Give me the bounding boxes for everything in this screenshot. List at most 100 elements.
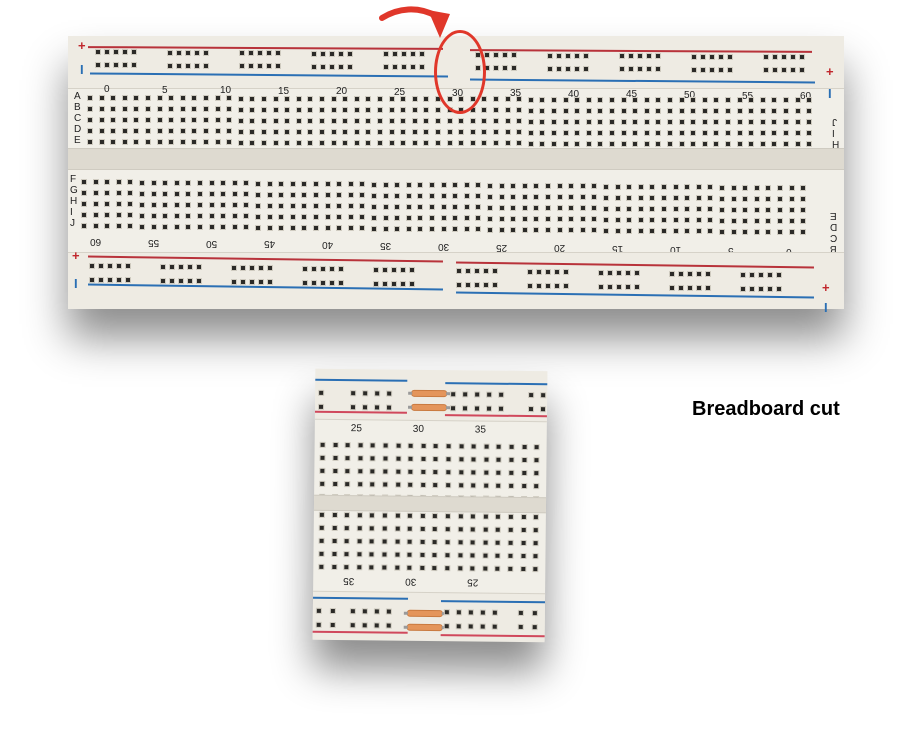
breadboard-hole [116,191,121,196]
breadboard-hole [488,227,492,232]
breadboard-hole [258,64,262,69]
breadboard-hole [99,129,104,134]
breadboard-hole [656,97,661,102]
breadboard-hole [383,456,388,461]
breadboard-hole [285,118,290,123]
breadboard-hole [517,97,522,102]
breadboard-hole [332,551,337,557]
breadboard-hole [629,54,633,59]
breadboard-hole [408,482,413,487]
breadboard-hole [314,226,318,230]
breadboard-hole [754,196,759,201]
breadboard-hole [517,130,522,135]
breadboard-hole [232,225,237,230]
breadboard-hole [468,610,473,615]
breadboard-hole [378,119,382,123]
breadboard-hole [741,273,745,277]
breadboard-hole [691,98,696,103]
breadboard-hole [575,108,580,113]
breadboard-hole [424,130,429,135]
breadboard-hole [170,265,174,269]
breadboard-hole [273,96,278,101]
breadboard-hole [638,67,642,72]
breadboard-hole [337,215,342,220]
grid-label: 15 [278,85,290,97]
breadboard-hole [488,194,492,199]
breadboard-hole [188,279,192,283]
breadboard-hole [99,140,104,145]
breadboard-hole [608,285,612,289]
breadboard-hole [777,287,781,291]
breadboard-hole [726,120,730,125]
center-channel [313,494,547,514]
breadboard-hole [522,457,527,463]
breadboard-hole [314,193,318,197]
breadboard-hole [441,205,446,210]
breadboard-hole [708,185,713,190]
breadboard-hole [453,216,458,221]
breadboard-hole [433,483,438,488]
breadboard-hole [345,443,350,448]
breadboard-hole [444,624,449,629]
breadboard-hole [784,109,788,114]
breadboard-hole [575,97,580,102]
breadboard-hole [332,468,337,474]
breadboard-hole [470,141,475,146]
grid-label: 40 [568,88,580,100]
breadboard-hole [412,130,417,135]
breadboard-hole [276,64,280,69]
breadboard-hole [209,203,214,208]
breadboard-hole [750,273,754,277]
breadboard-hole [635,271,639,275]
breadboard-hole [638,184,643,189]
breadboard-hole [701,54,705,59]
breadboard-hole [204,96,208,101]
breadboard-hole [471,470,476,475]
breadboard-hole [749,142,754,147]
breadboard-hole [627,228,632,233]
breadboard-hole [134,129,139,134]
breadboard-hole [174,180,179,185]
breadboard-hole [180,129,185,134]
breadboard-hole [430,183,434,187]
breadboard-hole [406,226,411,231]
breadboard-hole [679,98,684,103]
breadboard-hole [496,514,501,519]
breadboard-hole [592,195,597,200]
breadboard-hole [198,181,202,185]
breadboard-hole [436,141,440,146]
breadboard-hole [436,130,440,135]
breadboard-hole [436,119,440,124]
breadboard-hole [638,195,643,200]
breadboard-hole [685,196,690,201]
breadboard-hole [407,552,412,557]
breadboard-hole [743,196,748,201]
breadboard-hole [132,50,136,54]
breadboard-hole [360,215,365,220]
breadboard-hole [374,623,379,628]
breadboard-hole [331,564,336,570]
breadboard-hole [382,539,387,544]
breadboard-hole [521,527,526,532]
breadboard-hole [114,63,118,67]
breadboard-hole [262,129,266,134]
breadboard-hole [476,227,481,232]
breadboard-hole [296,129,301,134]
breadboard-hole [534,445,539,450]
breadboard-hole [406,215,411,220]
breadboard-hole [116,213,121,218]
breadboard-hole [227,96,232,101]
breadboard-hole [358,469,363,474]
breadboard-hole [446,483,451,488]
breadboard-hole [111,96,116,101]
breadboard-hole [330,267,334,271]
breadboard-hole [146,107,150,112]
breadboard-hole [629,67,633,72]
breadboard-hole [784,131,788,136]
breadboard-hole [633,141,638,146]
breadboard-hole [348,182,353,187]
breadboard-hole [728,54,732,59]
grid-label: 35 [510,88,522,100]
breadboard-hole [575,141,580,146]
breadboard-hole [457,269,461,273]
